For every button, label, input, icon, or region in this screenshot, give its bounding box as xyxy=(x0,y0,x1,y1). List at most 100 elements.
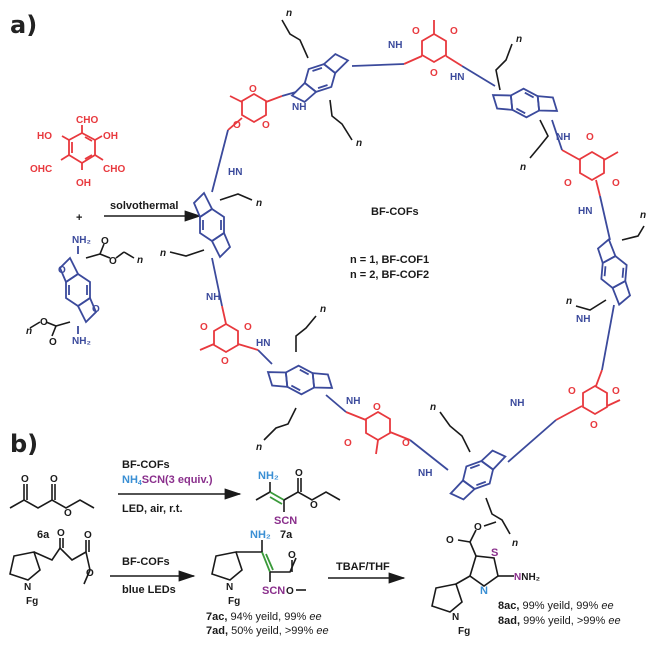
hydroxyl-right: OH xyxy=(103,131,118,142)
furan-oxygen-bottom: O xyxy=(92,304,100,315)
linker-nh-3: NH xyxy=(556,132,570,143)
plus-sign: + xyxy=(76,212,82,224)
monomer-benzodifuran-diamine: NH₂ NH₂ O O O O O O n n xyxy=(26,235,143,348)
linker-hn-1: HN xyxy=(228,167,242,178)
ketone-o-5: O xyxy=(450,26,458,37)
7ac-fg: Fg xyxy=(228,596,240,607)
7ac-thiocyanate: SCN xyxy=(262,585,285,597)
carbonyl-oxygen-bottom: O xyxy=(49,337,57,348)
substrate-n: N xyxy=(24,582,31,593)
substrate-proline-ketoester: N Fg O O O xyxy=(9,528,94,607)
linker-nh-8: NH xyxy=(206,292,220,303)
ketone-o-9: O xyxy=(612,178,620,189)
linker-nh-6: NH xyxy=(418,468,432,479)
6a-ester-o: O xyxy=(64,508,72,519)
product-7a: NH₂ SCN O O xyxy=(255,468,341,527)
7a-ester-o: O xyxy=(310,500,318,511)
ester-oxygen-top: O xyxy=(109,256,117,267)
ketone-o-18: O xyxy=(221,356,229,367)
repeat-index-5: n xyxy=(640,210,646,221)
repeat-index-2: n xyxy=(356,138,362,149)
repeat-index-10: n xyxy=(256,442,262,453)
aldehyde-group-top: CHO xyxy=(76,115,98,126)
8ac-carbonyl-o: O xyxy=(446,535,454,546)
ketone-o-17: O xyxy=(244,322,252,333)
ketone-o-13: O xyxy=(373,402,381,413)
conditions-led-air-rt: LED, air, r.t. xyxy=(122,503,183,515)
substrate-ester-o: O xyxy=(86,568,94,579)
repeat-index-9: n xyxy=(320,304,326,315)
ketone-o-4: O xyxy=(412,26,420,37)
6a-ketone-o: O xyxy=(21,474,29,485)
repeat-index-4: n xyxy=(520,162,526,173)
result-7ac: 7ac, 94% yeild, 99% ee xyxy=(206,611,322,623)
ketone-o-12: O xyxy=(590,420,598,431)
ketone-o-10: O xyxy=(568,386,576,397)
repeat-index-3: n xyxy=(516,34,522,45)
7a-amine: NH₂ xyxy=(258,470,279,482)
product-7ac-7ad: NH₂ SCN O O N Fg xyxy=(211,529,306,607)
panel-a-label: a) xyxy=(10,11,37,39)
aldehyde-group-right: CHO xyxy=(103,164,125,175)
ketone-o-16: O xyxy=(200,322,208,333)
amine-bottom-label: NH₂ xyxy=(72,336,91,347)
repeat-index-1: n xyxy=(286,8,292,19)
compound-label-7a: 7a xyxy=(280,529,293,541)
ketone-o-14: O xyxy=(344,438,352,449)
8ac-n: N xyxy=(452,612,459,623)
linker-nh-2: NH xyxy=(388,40,402,51)
repeat-index-8: n xyxy=(512,538,518,549)
ketone-o-3: O xyxy=(262,120,270,131)
8ac-fg: Fg xyxy=(458,626,470,637)
substrate-6a: O O O xyxy=(9,474,95,519)
product-name-bf-cofs: BF-COFs xyxy=(371,206,419,218)
ketone-o-2: O xyxy=(233,120,241,131)
ketone-o-11: O xyxy=(612,386,620,397)
linker-nh-7: NH xyxy=(346,396,360,407)
7a-thiocyanate: SCN xyxy=(274,515,297,527)
7ac-amine: NH₂ xyxy=(250,529,271,541)
thiazole-nitrogen: N xyxy=(480,585,488,597)
catalyst-label-2: BF-COFs xyxy=(122,556,170,568)
compound-label-6a: 6a xyxy=(37,529,50,541)
product-8ac-8ad: S N NNH₂ O O N Fg xyxy=(431,521,540,637)
catalyst-label-1: BF-COFs xyxy=(122,459,170,471)
repeat-index-7: n xyxy=(430,402,436,413)
variant-bf-cof1: n = 1, BF-COF1 xyxy=(350,254,429,266)
8ac-ester-o: O xyxy=(474,522,482,533)
linker-hn-3: HN xyxy=(578,206,592,217)
repeat-index-6: n xyxy=(566,296,572,307)
linker-hn-2: HN xyxy=(450,72,464,83)
reagent-nh4scn: NH4SCN(3 equiv.) xyxy=(122,474,213,487)
variant-bf-cof2: n = 2, BF-COF2 xyxy=(350,269,429,281)
ketone-o-7: O xyxy=(586,132,594,143)
carbonyl-oxygen-top: O xyxy=(101,236,109,247)
thiazole-sulfur: S xyxy=(491,547,498,559)
7ac-n: N xyxy=(226,582,233,593)
ketone-o-6: O xyxy=(430,68,438,79)
hydroxyl-bottom: OH xyxy=(76,178,91,189)
ester-oxygen-bottom: O xyxy=(40,317,48,328)
ketone-o-1: O xyxy=(249,84,257,95)
aldehyde-group-left: OHC xyxy=(30,164,52,175)
7a-carbonyl-o: O xyxy=(295,468,303,479)
monomer-triformylphloroglucinol: CHO HO OH OHC CHO OH xyxy=(30,115,125,189)
conditions-tbaf-thf: TBAF/THF xyxy=(336,561,390,573)
substrate-fg: Fg xyxy=(26,596,38,607)
furan-oxygen-top: O xyxy=(58,265,66,276)
panel-b-label: b) xyxy=(10,430,38,458)
conditions-blue-leds: blue LEDs xyxy=(122,584,176,596)
repeat-index-11: n xyxy=(256,198,262,209)
bf-cof-framework: O O O NH HN NH O O O HN NH O O O HN NH O… xyxy=(160,8,646,549)
hydroxyl-left: HO xyxy=(37,131,52,142)
linker-nh-4: NH xyxy=(576,314,590,325)
amine-top-label: NH₂ xyxy=(72,235,91,246)
7ac-carbonyl-o: O xyxy=(288,550,296,561)
substrate-ester-carbonyl-o: O xyxy=(84,530,92,541)
repeat-index-top: n xyxy=(137,255,143,266)
result-8ad: 8ad, 99% yeild, >99% ee xyxy=(498,615,621,627)
ketone-o-15: O xyxy=(402,438,410,449)
result-7ad: 7ad, 50% yeild, >99% ee xyxy=(206,625,329,637)
thiazole-amine: NNH₂ xyxy=(514,572,540,583)
substrate-ketone-o: O xyxy=(57,528,65,539)
